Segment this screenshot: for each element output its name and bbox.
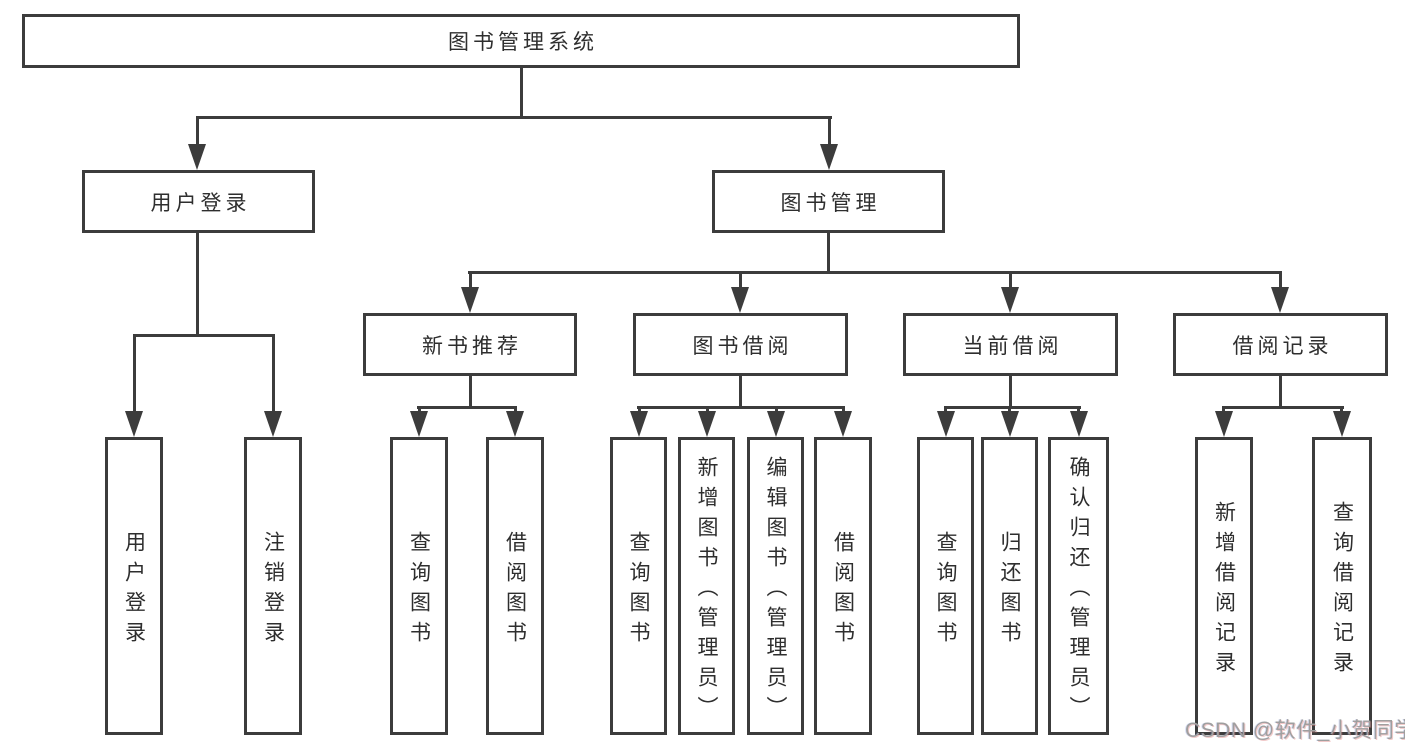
connector-line xyxy=(944,406,1081,409)
arrow-down-icon xyxy=(506,411,524,437)
arrow-down-icon xyxy=(834,411,852,437)
node-root-system: 图书管理系统 xyxy=(22,14,1020,68)
leaf-query-book-newbooks-label: 查询图书 xyxy=(407,530,431,651)
connector-line xyxy=(1009,271,1012,289)
connector-line xyxy=(133,334,136,413)
leaf-return-book-label: 归还图书 xyxy=(998,530,1021,651)
connector-line xyxy=(196,116,199,146)
connector-line xyxy=(468,271,1282,274)
connector-line xyxy=(417,406,517,409)
node-book-management: 图书管理 xyxy=(712,170,945,233)
arrow-down-icon xyxy=(125,411,143,437)
connector-line xyxy=(638,406,641,414)
arrow-down-icon xyxy=(731,287,749,313)
node-new-book-recommend-label: 新书推荐 xyxy=(422,334,522,358)
leaf-return-book: 归还图书 xyxy=(981,437,1038,735)
arrow-down-icon xyxy=(1001,411,1019,437)
arrow-down-icon xyxy=(1001,287,1019,313)
node-root-system-label: 图书管理系统 xyxy=(448,31,598,54)
arrow-down-icon xyxy=(1070,411,1088,437)
node-book-management-label: 图书管理 xyxy=(780,191,881,215)
connector-line xyxy=(520,68,523,118)
arrow-down-icon xyxy=(188,144,206,170)
leaf-borrow-book-newbooks-label: 借阅图书 xyxy=(503,530,527,651)
connector-line xyxy=(842,406,845,414)
node-book-borrow-label: 图书借阅 xyxy=(692,334,793,358)
connector-line xyxy=(514,406,517,414)
watermark: CSDN @软件_小贺同学 xyxy=(1185,719,1405,742)
connector-line xyxy=(1222,406,1225,414)
leaf-confirm-return-admin-label: 确认归还（管理员） xyxy=(1067,455,1090,726)
leaf-add-borrow-record-label: 新增借阅记录 xyxy=(1212,500,1236,681)
connector-line xyxy=(1222,406,1344,409)
connector-line xyxy=(739,271,742,289)
connector-line xyxy=(469,271,472,289)
leaf-confirm-return-admin: 确认归还（管理员） xyxy=(1048,437,1109,735)
connector-line xyxy=(272,334,275,413)
connector-line xyxy=(133,334,275,337)
leaf-query-book-borrow-label: 查询图书 xyxy=(627,530,650,651)
leaf-add-book-admin-label: 新增图书（管理员） xyxy=(695,455,718,726)
connector-line xyxy=(827,233,830,274)
connector-line xyxy=(828,116,831,146)
leaf-query-book-borrow: 查询图书 xyxy=(610,437,667,735)
leaf-query-borrow-record: 查询借阅记录 xyxy=(1312,437,1372,735)
connector-line xyxy=(1009,376,1012,409)
leaf-user-login: 用户登录 xyxy=(105,437,163,735)
leaf-edit-book-admin: 编辑图书（管理员） xyxy=(747,437,804,735)
node-borrow-records: 借阅记录 xyxy=(1173,313,1388,376)
connector-line xyxy=(1340,406,1343,414)
leaf-add-book-admin: 新增图书（管理员） xyxy=(678,437,735,735)
connector-line xyxy=(1008,406,1011,414)
arrow-down-icon xyxy=(1215,411,1233,437)
leaf-query-book-current-label: 查询图书 xyxy=(934,530,957,651)
connector-line xyxy=(1077,406,1080,414)
connector-line xyxy=(418,406,421,414)
arrow-down-icon xyxy=(264,411,282,437)
node-book-borrow: 图书借阅 xyxy=(633,313,848,376)
leaf-query-book-newbooks: 查询图书 xyxy=(390,437,448,735)
connector-line xyxy=(1279,271,1282,289)
node-user-login: 用户登录 xyxy=(82,170,315,233)
connector-line xyxy=(196,233,199,336)
node-current-borrow: 当前借阅 xyxy=(903,313,1118,376)
leaf-borrow-book-borrow-label: 借阅图书 xyxy=(831,530,855,651)
arrow-down-icon xyxy=(410,411,428,437)
node-borrow-records-label: 借阅记录 xyxy=(1232,334,1333,358)
leaf-logout-login: 注销登录 xyxy=(244,437,302,735)
connector-line xyxy=(775,406,778,414)
arrow-down-icon xyxy=(698,411,716,437)
leaf-edit-book-admin-label: 编辑图书（管理员） xyxy=(764,455,787,726)
connector-line xyxy=(469,376,472,409)
connector-line xyxy=(706,406,709,414)
arrow-down-icon xyxy=(630,411,648,437)
node-new-book-recommend: 新书推荐 xyxy=(363,313,577,376)
leaf-borrow-book-borrow: 借阅图书 xyxy=(814,437,872,735)
leaf-borrow-book-newbooks: 借阅图书 xyxy=(486,437,544,735)
connector-line xyxy=(944,406,947,414)
node-current-borrow-label: 当前借阅 xyxy=(962,334,1063,358)
leaf-query-borrow-record-label: 查询借阅记录 xyxy=(1330,500,1354,681)
arrow-down-icon xyxy=(937,411,955,437)
connector-line xyxy=(1279,376,1282,409)
leaf-logout-login-label: 注销登录 xyxy=(261,530,285,651)
arrow-down-icon xyxy=(1271,287,1289,313)
connector-line xyxy=(637,406,845,409)
arrow-down-icon xyxy=(1333,411,1351,437)
connector-line xyxy=(196,116,832,119)
arrow-down-icon xyxy=(820,144,838,170)
arrow-down-icon xyxy=(461,287,479,313)
node-user-login-label: 用户登录 xyxy=(150,191,251,215)
leaf-query-book-current: 查询图书 xyxy=(917,437,974,735)
leaf-user-login-label: 用户登录 xyxy=(122,530,146,651)
leaf-add-borrow-record: 新增借阅记录 xyxy=(1195,437,1253,735)
connector-line xyxy=(739,376,742,409)
arrow-down-icon xyxy=(767,411,785,437)
